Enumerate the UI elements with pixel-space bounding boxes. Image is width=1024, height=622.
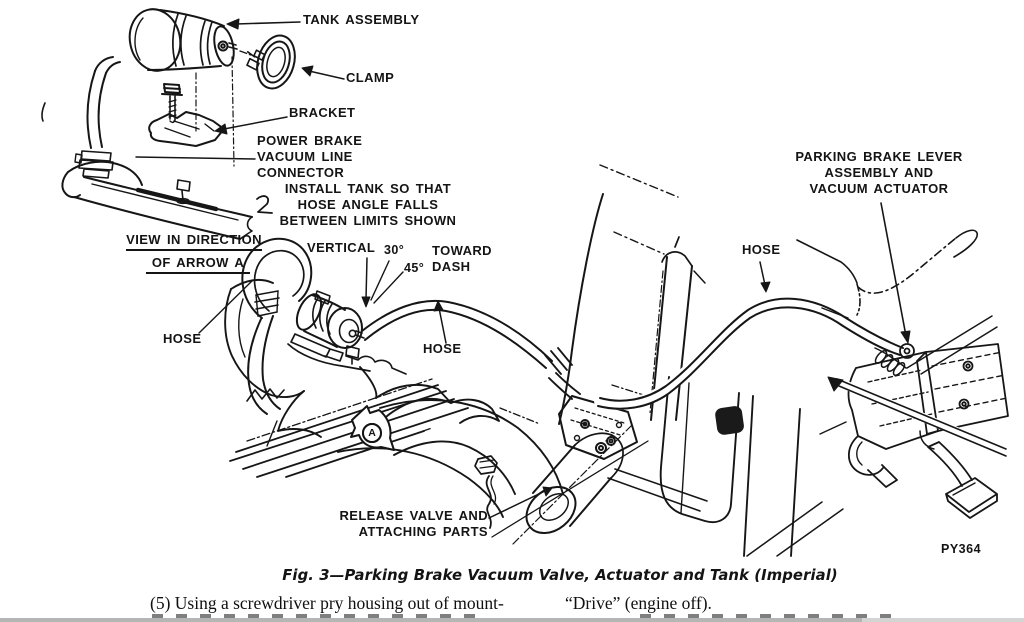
arrow-a-marker: A — [362, 423, 382, 443]
release-valve — [474, 425, 632, 545]
label-hose-right: HOSE — [742, 242, 781, 257]
label-vertical: VERTICAL — [307, 240, 376, 255]
inset-view — [41, 56, 273, 240]
exploded-clamp — [246, 34, 296, 90]
clipped-text-left — [152, 614, 482, 618]
label-clamp: CLAMP — [346, 70, 395, 85]
label-view-direction-2: OF ARROW A — [146, 255, 250, 274]
clipped-text-right — [640, 614, 900, 618]
vacuum-valve — [499, 372, 708, 512]
label-hose-center: HOSE — [423, 341, 462, 356]
cowl-fold — [796, 229, 998, 375]
label-bracket: BRACKET — [289, 105, 356, 120]
label-release-valve: RELEASE VALVE AND ATTACHING PARTS — [339, 508, 488, 539]
pedal-assembly — [819, 307, 1011, 519]
label-view-direction-1: VIEW IN DIRECTION — [126, 232, 262, 251]
cowl-rails — [229, 378, 469, 478]
figure-caption: Fig. 3—Parking Brake Vacuum Valve, Actua… — [282, 567, 838, 584]
label-toward-dash: TOWARD DASH — [432, 243, 492, 274]
label-30-degrees: 30° — [384, 243, 405, 257]
body-text-right: “Drive” (engine off). — [565, 593, 712, 613]
label-parking-brake-lever: PARKING BRAKE LEVER ASSEMBLY AND VACUUM … — [795, 149, 963, 196]
label-45-degrees: 45° — [404, 261, 425, 275]
firewall-pillar — [558, 164, 706, 425]
exploded-tank — [128, 8, 260, 72]
label-hose-left: HOSE — [163, 331, 202, 346]
label-install-note: INSTALL TANK SO THAT HOSE ANGLE FALLS BE… — [279, 181, 457, 228]
hose-loop — [241, 237, 313, 415]
scan-edge-bar-light — [862, 618, 1024, 622]
body-text-left: (5) Using a screwdriver pry housing out … — [150, 593, 504, 613]
label-tank-assembly: TANK ASSEMBLY — [303, 12, 420, 27]
leader-lines — [135, 18, 911, 538]
label-power-brake-connector: POWER BRAKE VACUUM LINE CONNECTOR — [257, 133, 363, 180]
mounted-tank — [287, 290, 407, 375]
dash-panels — [659, 376, 844, 557]
hose-runs — [358, 295, 908, 410]
exploded-bracket — [148, 56, 235, 167]
figure-code: PY364 — [941, 542, 982, 556]
scan-edge-bar — [0, 618, 862, 622]
